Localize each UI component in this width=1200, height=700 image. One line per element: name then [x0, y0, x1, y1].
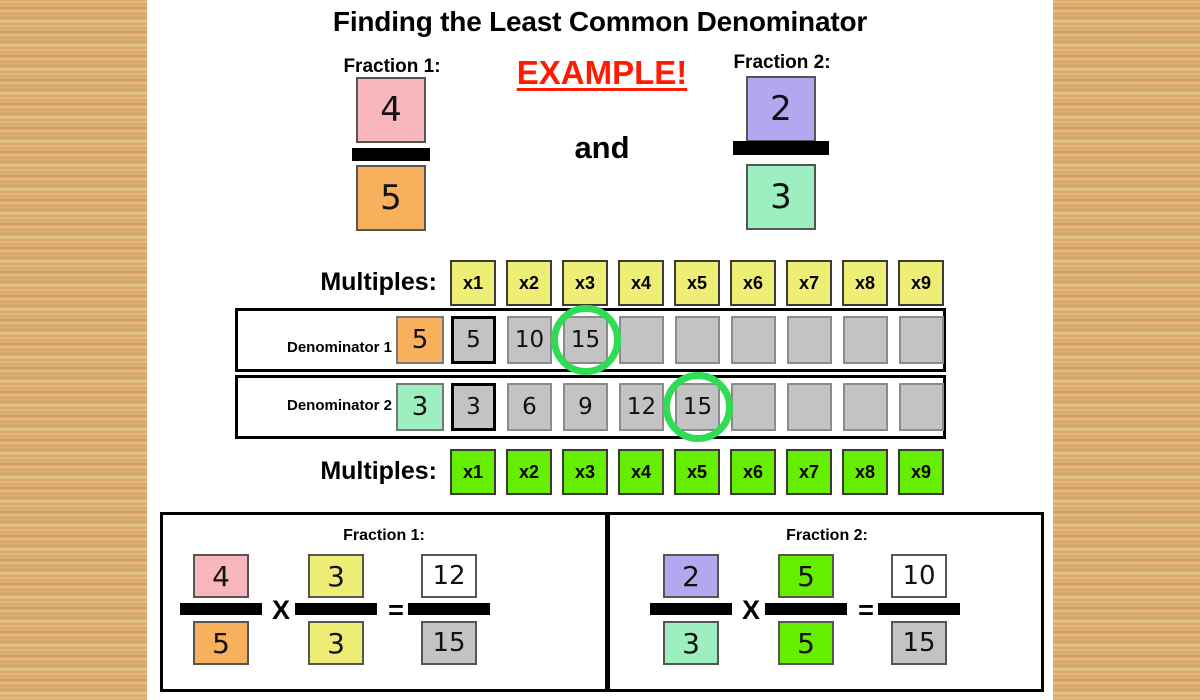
multiples-top-cell-3[interactable]: x3 [562, 260, 608, 306]
denominator2-cell-6[interactable] [731, 383, 776, 431]
panel1-a-bar [180, 603, 262, 615]
multiples-bottom-cell-7[interactable]: x7 [786, 449, 832, 495]
panel1-result-denominator: 15 [421, 621, 477, 665]
page-title: Finding the Least Common Denominator [332, 6, 868, 37]
result-panels-frame: Fraction 1: 4 5 X 3 3 = 12 15 Fraction 2… [160, 512, 1044, 692]
panel2-a-numerator: 2 [663, 554, 719, 598]
worksheet-sheet: Finding the Least Common Denominator Fra… [147, 0, 1053, 700]
panel2-result-denominator: 15 [891, 621, 947, 665]
multiples-bottom-cell-2[interactable]: x2 [506, 449, 552, 495]
panel-divider [605, 515, 610, 689]
panel1-a-numerator: 4 [193, 554, 249, 598]
panel1-a-denominator: 5 [193, 621, 249, 665]
multiples-bottom-label: Multiples: [320, 457, 437, 485]
panel2-equals-symbol: = [858, 595, 874, 625]
denominator1-cell-1[interactable]: 5 [451, 316, 496, 364]
denominator2-key-box: 3 [396, 383, 444, 431]
fraction1-numerator-box: 4 [356, 77, 426, 143]
result-panel1-heading: Fraction 1: [343, 527, 425, 544]
denominator1-key-box: 5 [396, 316, 444, 364]
panel2-a-denominator: 3 [663, 621, 719, 665]
denominator2-cell-7[interactable] [787, 383, 832, 431]
denominator2-cell-9[interactable] [899, 383, 944, 431]
denominator1-cell-8[interactable] [843, 316, 888, 364]
panel1-b-denominator: 3 [308, 621, 364, 665]
denominator2-cell-4[interactable]: 12 [619, 383, 664, 431]
denominator1-cell-4[interactable] [619, 316, 664, 364]
denominator1-cell-7[interactable] [787, 316, 832, 364]
fraction1-bar [352, 148, 430, 161]
multiples-bottom-cell-5[interactable]: x5 [674, 449, 720, 495]
denominator1-cell-9[interactable] [899, 316, 944, 364]
fraction2-denominator-box: 3 [746, 164, 816, 230]
panel2-times-symbol: X [741, 595, 760, 625]
multiples-top-cell-8[interactable]: x8 [842, 260, 888, 306]
multiples-bottom-cell-9[interactable]: x9 [898, 449, 944, 495]
multiples-top-label: Multiples: [320, 268, 437, 296]
multiples-bottom-cell-3[interactable]: x3 [562, 449, 608, 495]
denominator2-cell-3[interactable]: 9 [563, 383, 608, 431]
fraction2-bar [733, 141, 829, 155]
panel2-b-bar [765, 603, 847, 615]
denominator2-cell-2[interactable]: 6 [507, 383, 552, 431]
multiples-top-cell-5[interactable]: x5 [674, 260, 720, 306]
result-panel2-heading: Fraction 2: [786, 527, 868, 544]
denominator2-label: Denominator 2 [286, 397, 392, 414]
denominator2-cell-1[interactable]: 3 [451, 383, 496, 431]
multiples-top-cell-9[interactable]: x9 [898, 260, 944, 306]
panel2-result-numerator: 10 [891, 554, 947, 598]
denominator1-label: Denominator 1 [286, 339, 392, 356]
denominator1-cell-6[interactable] [731, 316, 776, 364]
multiples-top-cell-1[interactable]: x1 [450, 260, 496, 306]
panel2-b-numerator: 5 [778, 554, 834, 598]
multiples-bottom-cell-1[interactable]: x1 [450, 449, 496, 495]
panel2-b-denominator: 5 [778, 621, 834, 665]
denominator1-cell-2[interactable]: 10 [507, 316, 552, 364]
example-banner: EXAMPLE! [516, 54, 688, 91]
multiples-top-cell-2[interactable]: x2 [506, 260, 552, 306]
multiples-top-cell-6[interactable]: x6 [730, 260, 776, 306]
panel1-result-numerator: 12 [421, 554, 477, 598]
panel1-result-bar [408, 603, 490, 615]
multiples-bottom-cell-6[interactable]: x6 [730, 449, 776, 495]
denominator2-cell-5[interactable]: 15 [675, 383, 720, 431]
multiples-top-cell-4[interactable]: x4 [618, 260, 664, 306]
fraction2-numerator-box: 2 [746, 76, 816, 142]
panel1-equals-symbol: = [388, 595, 404, 625]
panel2-result-bar [878, 603, 960, 615]
denominator2-cell-8[interactable] [843, 383, 888, 431]
fraction1-denominator-box: 5 [356, 165, 426, 231]
panel1-b-bar [295, 603, 377, 615]
multiples-top-cell-7[interactable]: x7 [786, 260, 832, 306]
multiples-bottom-cell-4[interactable]: x4 [618, 449, 664, 495]
and-connector: and [574, 130, 630, 165]
denominator1-cell-5[interactable] [675, 316, 720, 364]
multiples-bottom-cell-8[interactable]: x8 [842, 449, 888, 495]
panel1-times-symbol: X [271, 595, 290, 625]
fraction1-heading: Fraction 1: [343, 56, 441, 77]
panel1-b-numerator: 3 [308, 554, 364, 598]
panel2-a-bar [650, 603, 732, 615]
denominator1-cell-3[interactable]: 15 [563, 316, 608, 364]
fraction2-heading: Fraction 2: [733, 52, 831, 73]
